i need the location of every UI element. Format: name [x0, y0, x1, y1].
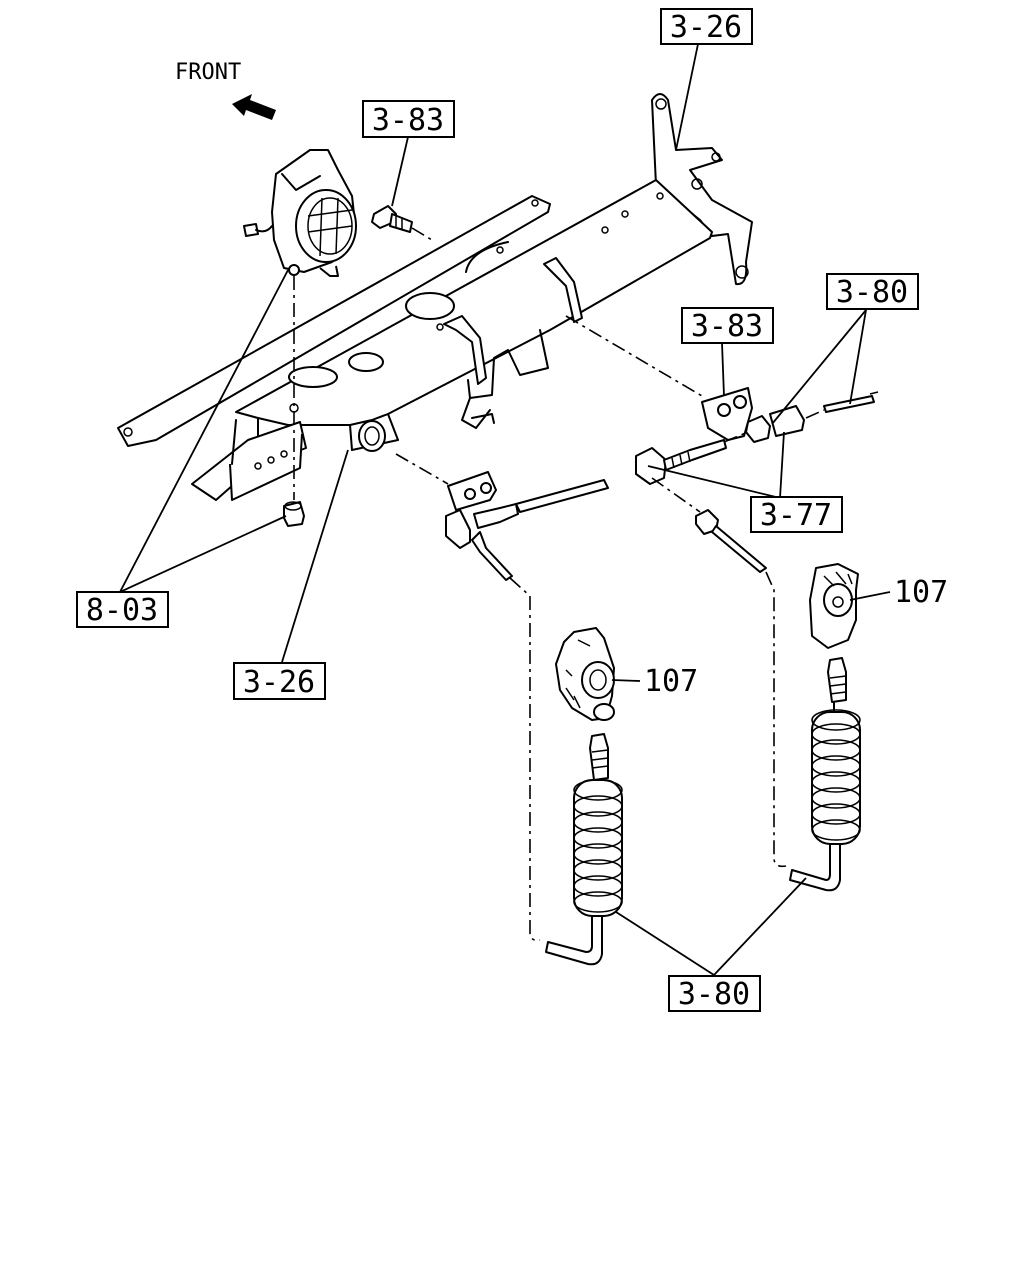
- callout-3-80-right: 3-80: [826, 273, 919, 310]
- svg-text:3-26: 3-26: [243, 665, 315, 700]
- lamp-assembly: [243, 149, 357, 500]
- svg-text:3-80: 3-80: [678, 977, 750, 1012]
- front-arrow-icon: [232, 94, 276, 120]
- svg-text:8-03: 8-03: [86, 593, 158, 628]
- callout-3-26-lower: 3-26: [233, 662, 326, 700]
- svg-text:3-77: 3-77: [760, 498, 832, 533]
- svg-text:3-26: 3-26: [670, 10, 742, 45]
- lamp-nut: [283, 501, 305, 527]
- fitting-set: [745, 391, 879, 443]
- callout-3-83-top: 3-83: [362, 100, 455, 138]
- coupler-left: [555, 627, 615, 721]
- callout-107-right: 107: [894, 575, 948, 610]
- callout-3-77: 3-77: [750, 496, 843, 533]
- hose-connector: [651, 477, 767, 573]
- leader-lines: [119, 43, 891, 976]
- mount-plate: [565, 315, 753, 441]
- side-rail: [117, 195, 551, 447]
- callout-3-83-right: 3-83: [681, 307, 774, 344]
- air-line-right: [765, 571, 787, 868]
- bolt-top: [371, 205, 433, 241]
- cross-member: [235, 179, 713, 452]
- callout-8-03: 8-03: [76, 591, 169, 628]
- valve-bracket: [395, 453, 609, 597]
- svg-text:3-83: 3-83: [372, 103, 444, 138]
- callout-3-80-bottom: 3-80: [668, 975, 761, 1012]
- svg-text:107: 107: [894, 575, 948, 610]
- front-label: FRONT: [175, 60, 241, 85]
- coil-hose-left: [545, 733, 623, 966]
- lower-bracket: [191, 419, 307, 501]
- coil-hose-right: [789, 657, 861, 892]
- svg-text:3-80: 3-80: [836, 275, 908, 310]
- coupler-right: [809, 563, 859, 649]
- callout-3-26-top: 3-26: [660, 8, 753, 45]
- upper-bracket: [651, 93, 753, 286]
- svg-text:3-83: 3-83: [691, 309, 763, 344]
- svg-text:107: 107: [644, 664, 698, 699]
- air-line-left: [529, 596, 541, 942]
- callout-107-left: 107: [644, 664, 698, 699]
